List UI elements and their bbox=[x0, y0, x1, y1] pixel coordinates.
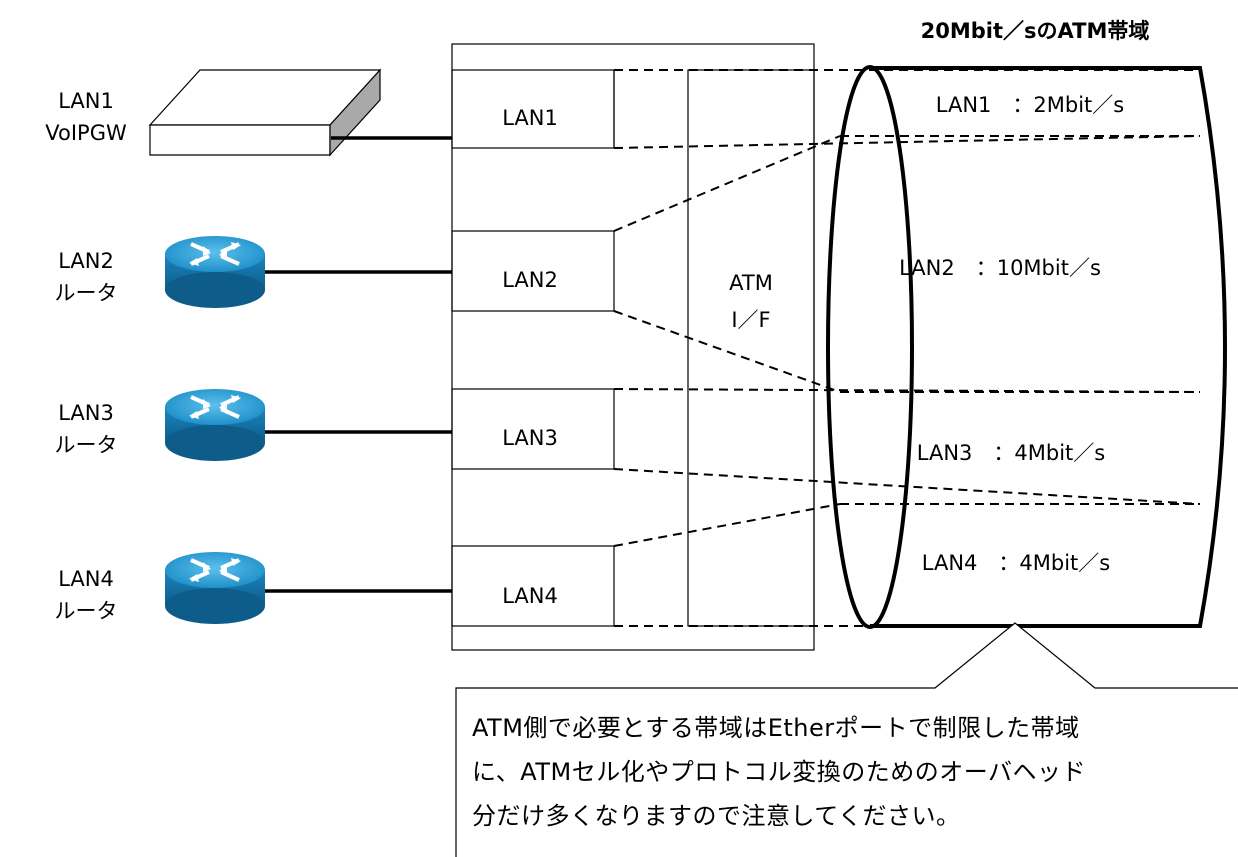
svg-text:LAN2: LAN2 bbox=[502, 268, 558, 292]
note-callout bbox=[455, 622, 1238, 857]
port-lan3: LAN3 bbox=[451, 388, 615, 470]
band-mapping-lines bbox=[613, 69, 1201, 627]
svg-text:LAN3: LAN3 bbox=[502, 426, 558, 450]
band-label-lan3: LAN3 ：4Mbit／s bbox=[917, 441, 1105, 465]
voip-gateway-icon bbox=[148, 68, 382, 157]
band-label-lan2: LAN2 ：10Mbit／s bbox=[899, 256, 1101, 280]
note-line-2: に、ATMセル化やプロトコル変換のためのオーバヘッド bbox=[472, 758, 1086, 786]
router-icon bbox=[165, 236, 265, 308]
port-lan4: LAN4 bbox=[451, 545, 615, 627]
note-line-1: ATM側で必要とする帯域はEtherポートで制限した帯域 bbox=[472, 714, 1080, 742]
svg-text:ルータ: ルータ bbox=[55, 433, 118, 457]
connection-cables bbox=[265, 136, 452, 593]
svg-text:LAN4: LAN4 bbox=[502, 584, 558, 608]
device-label-lan3: LAN3 ルータ bbox=[55, 401, 118, 457]
svg-text:I／F: I／F bbox=[731, 308, 770, 332]
svg-text:LAN1: LAN1 bbox=[58, 89, 114, 113]
svg-text:LAN3: LAN3 bbox=[58, 401, 114, 425]
switch-chassis bbox=[451, 43, 815, 651]
svg-text:VoIPGW: VoIPGW bbox=[45, 121, 127, 145]
port-lan2: LAN2 bbox=[451, 230, 615, 312]
note-text: ATM側で必要とする帯域はEtherポートで制限した帯域 に、ATMセル化やプロ… bbox=[456, 688, 1226, 857]
note-line-3: 分だけ多くなりますので注意してください。 bbox=[472, 802, 961, 830]
svg-text:ATM: ATM bbox=[729, 271, 773, 295]
router-icon bbox=[165, 552, 265, 624]
band-label-lan1: LAN1 ：2Mbit／s bbox=[936, 93, 1124, 117]
svg-text:ルータ: ルータ bbox=[55, 281, 118, 305]
svg-text:LAN4: LAN4 bbox=[58, 567, 114, 591]
bandwidth-title: 20Mbit／sのATM帯域 bbox=[921, 19, 1150, 43]
atm-interface: ATM I／F bbox=[687, 69, 815, 627]
device-label-lan4: LAN4 ルータ bbox=[55, 567, 118, 623]
svg-text:ルータ: ルータ bbox=[55, 599, 118, 623]
svg-text:LAN1: LAN1 bbox=[502, 106, 558, 130]
band-label-lan4: LAN4 ：4Mbit／s bbox=[922, 551, 1110, 575]
device-label-lan2: LAN2 ルータ bbox=[55, 249, 118, 305]
port-lan1: LAN1 bbox=[451, 69, 615, 149]
atm-bandwidth-cylinder bbox=[826, 65, 1227, 629]
router-icon bbox=[165, 389, 265, 461]
device-label-lan1: LAN1 VoIPGW bbox=[45, 89, 127, 145]
svg-text:LAN2: LAN2 bbox=[58, 249, 114, 273]
